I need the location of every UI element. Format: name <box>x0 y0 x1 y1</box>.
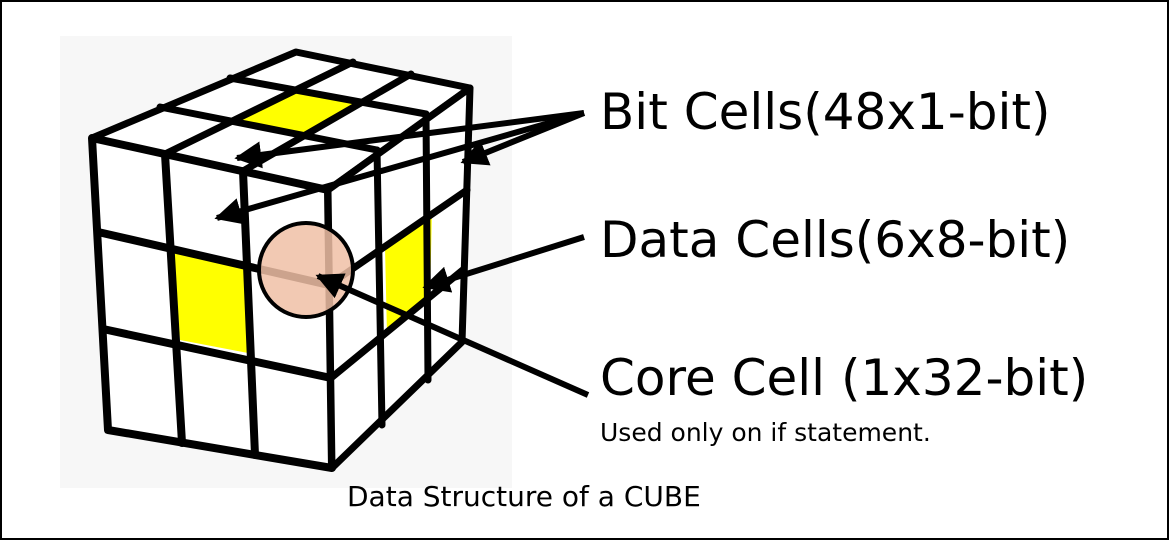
bit-cell <box>160 78 296 120</box>
data-cells-label: Data Cells(6x8-bit) <box>600 211 1071 269</box>
bit-cell <box>303 101 426 150</box>
bit-cells-arrow <box>460 110 586 166</box>
bit-cell <box>230 52 353 89</box>
data-cells-arrow <box>422 234 585 293</box>
bit-cells-arrows <box>214 110 586 225</box>
core-cell-note: Used only on if statement. <box>600 418 931 447</box>
bit-cells-arrow <box>214 110 585 225</box>
data-cell-top <box>232 89 360 134</box>
core-cell-arrow <box>315 273 590 398</box>
core-cell-marker <box>257 221 355 319</box>
diagram-caption: Data Structure of a CUBE <box>347 480 701 513</box>
bit-cells-label: Bit Cells(48x1-bit) <box>600 83 1051 141</box>
cube-left-face <box>88 134 336 472</box>
data-cell-left <box>174 248 248 353</box>
bit-cells-arrow <box>234 110 585 169</box>
core-cell-label: Core Cell (1x32-bit) <box>600 349 1089 407</box>
